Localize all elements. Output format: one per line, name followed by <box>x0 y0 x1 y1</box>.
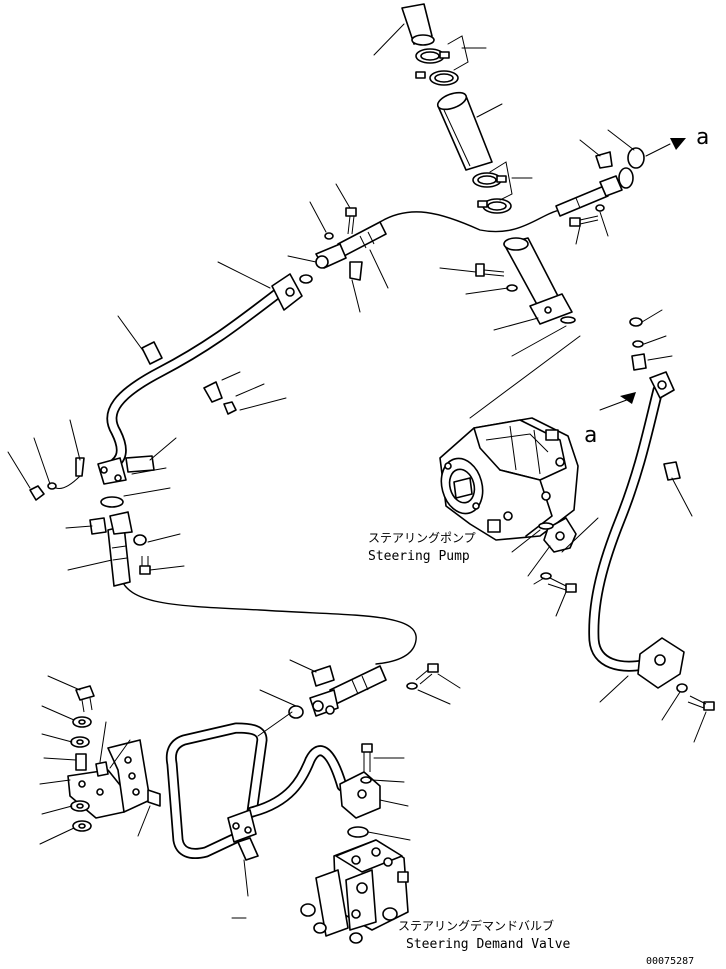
bolt <box>75 685 95 713</box>
lower-steel-pipe <box>165 711 411 897</box>
left-steel-pipe <box>7 261 313 508</box>
bolt <box>345 207 357 235</box>
steering-demand-valve: ステアリングデマンドバルブ Steering Demand Valve <box>231 839 571 952</box>
connection-ref-right: a <box>584 423 597 448</box>
connection-ref-top: a <box>696 125 709 150</box>
suction-elbow <box>439 237 581 419</box>
mounting-bracket-assembly <box>39 675 161 845</box>
hose-clamp <box>415 70 459 86</box>
discharge-adapter <box>511 517 599 617</box>
steering-demand-valve-label-jp: ステアリングデマンドバルブ <box>398 918 554 933</box>
steering-pump-label-jp: ステアリングポンプ <box>368 531 476 545</box>
bolt <box>415 663 439 685</box>
suction-hose-assembly <box>373 3 533 214</box>
bolt <box>547 577 577 593</box>
suction-hose <box>436 91 493 171</box>
bolt <box>687 695 715 711</box>
hose-clamp <box>472 172 507 188</box>
flange-bolt <box>475 263 505 277</box>
steering-demand-valve-label-en: Steering Demand Valve <box>406 937 571 952</box>
hose-clamp <box>477 198 512 214</box>
bolt <box>361 743 373 772</box>
bolt <box>569 215 599 227</box>
hose-clamp <box>415 48 450 64</box>
steering-pump-label-en: Steering Pump <box>368 549 470 564</box>
right-steel-pipe: a <box>584 309 715 743</box>
bolt <box>139 556 151 575</box>
upper-hose: a <box>287 125 709 313</box>
middle-hose <box>65 511 461 719</box>
drawing-number: 00075287 <box>646 956 694 967</box>
